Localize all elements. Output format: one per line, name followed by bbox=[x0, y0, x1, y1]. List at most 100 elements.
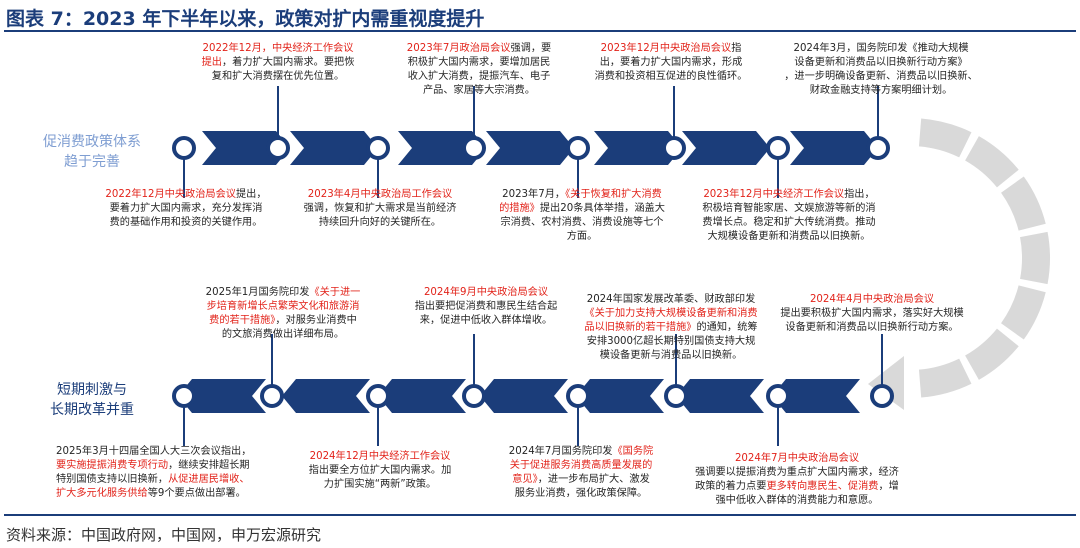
note-line: 强调，恢复和扩大需求是当前经济 bbox=[286, 202, 474, 216]
note-line: 强中低收入群体的消费能力和意愿。 bbox=[680, 494, 914, 508]
note-line: 提出要积极扩大国内需求，落实好大规模 bbox=[770, 307, 974, 321]
pin-marker bbox=[766, 384, 790, 408]
note-text: 出，要着力扩大国内需求，形成 bbox=[599, 57, 743, 68]
bottom-row-label-line2: 长期改革并重 bbox=[50, 402, 134, 418]
note-line: 品以旧换新的若干措施》的通知，统筹 bbox=[572, 321, 770, 335]
note-text: 产品、家居等大宗消费。 bbox=[422, 85, 536, 96]
connector-segment bbox=[1001, 285, 1046, 340]
note-2024-ndrc-mof: 2024年国家发展改革委、财政部印发《关于加力支持大规模设备更新和消费品以旧换新… bbox=[572, 293, 770, 363]
note-text-highlight: 《关于加力支持大规模设备更新和消费 bbox=[584, 308, 758, 319]
note-line: 2025年1月国务院印发《关于进一 bbox=[188, 286, 378, 300]
note-line: 指出要把促消费和惠民生结合起 bbox=[398, 300, 574, 314]
note-line: 2025年3月十四届全国人大三次会议指出， bbox=[56, 445, 268, 459]
top-row-label: 促消费政策体系 趋于完善 bbox=[22, 132, 162, 172]
note-text: 财政金融支持等方案明细计划。 bbox=[809, 85, 953, 96]
note-line: 2022年12月，中央经济工作会议 bbox=[188, 42, 368, 56]
note-text: 安排3000亿超长期特别国债支持大规 bbox=[586, 336, 756, 347]
note-line: 步培育新增长点繁荣文化和旅游消 bbox=[188, 300, 378, 314]
note-text: 来，促进中低收入群体增收。 bbox=[419, 315, 553, 326]
chevron-left bbox=[576, 379, 664, 413]
note-line: 要着力扩大国内需求，充分发挥消 bbox=[92, 202, 280, 216]
note-text: 2023年7月， bbox=[502, 189, 566, 200]
note-text: 模设备更新与消费品以旧换新。 bbox=[599, 350, 743, 361]
note-line: 模设备更新与消费品以旧换新。 bbox=[572, 349, 770, 363]
note-line: 复和扩大消费摆在优先位置。 bbox=[188, 70, 368, 84]
note-line: 2024年9月中央政治局会议 bbox=[398, 286, 574, 300]
note-text: 方面。 bbox=[566, 231, 598, 242]
pin-marker bbox=[566, 384, 590, 408]
note-text: 2024年7月国务院印发 bbox=[508, 446, 613, 457]
note-text-highlight: 费的若干措施》 bbox=[209, 315, 276, 326]
note-text: 力扩围实施“两新”政策。 bbox=[323, 479, 437, 490]
note-line: 出，要着力扩大国内需求，形成 bbox=[580, 56, 762, 70]
note-line: 力扩围实施“两新”政策。 bbox=[292, 478, 468, 492]
note-2024-07-politburo: 2024年7月中央政治局会议强调要以提振消费为重点扩大国内需求，经济政策的着力点… bbox=[680, 452, 914, 508]
note-2023-04-politburo: 2023年4月中央政治局工作会议强调，恢复和扩大需求是当前经济持续回升向好的关键… bbox=[286, 188, 474, 230]
note-text: 收入扩大消费，提振汽车、电子 bbox=[407, 71, 551, 82]
note-text: 指 bbox=[731, 43, 742, 54]
bottom-row-label: 短期刺激与 长期改革并重 bbox=[22, 380, 162, 420]
note-2024-04-politburo: 2024年4月中央政治局会议提出要积极扩大国内需求，落实好大规模设备更新和消费品… bbox=[770, 293, 974, 335]
note-2022-12-cewc: 2022年12月，中央经济工作会议提出，着力扩大国内需求。要把恢复和扩大消费摆在… bbox=[188, 42, 368, 84]
note-text: 消费和投资相互促进的良性循环。 bbox=[594, 71, 748, 82]
note-line: 2023年7月政治局会议强调，要 bbox=[388, 42, 570, 56]
pin-marker bbox=[664, 384, 688, 408]
pin-marker bbox=[172, 384, 196, 408]
note-line: 2023年12月中央政治局会议指 bbox=[580, 42, 762, 56]
note-text-highlight: 2024年9月中央政治局会议 bbox=[423, 287, 549, 298]
top-row-label-line1: 促消费政策体系 bbox=[43, 134, 141, 150]
note-text: 2024年国家发展改革委、财政部印发 bbox=[586, 294, 756, 305]
note-text: 强调，恢复和扩大需求是当前经济 bbox=[303, 203, 457, 214]
note-line: 方面。 bbox=[484, 230, 680, 244]
note-text-highlight: 扩大多元化服务供给 bbox=[56, 488, 148, 499]
note-text: 积极扩大国内需求，要增加居民 bbox=[407, 57, 551, 68]
chevron-right bbox=[682, 131, 770, 165]
note-2023-12-cewc: 2023年12月中央经济工作会议指出，积极培育智能家居、文娱旅游等新的消费增长点… bbox=[684, 188, 894, 244]
note-text: 宗消费、农村消费、消费设施等七个 bbox=[500, 217, 664, 228]
top-row-label-line2: 趋于完善 bbox=[64, 154, 120, 170]
note-text: 2025年3月十四届全国人大三次会议指出， bbox=[56, 446, 252, 457]
figure-title: 图表 7：2023 年下半年以来，政策对扩内需重视度提升 bbox=[6, 8, 485, 30]
title-rule bbox=[4, 30, 1076, 32]
note-text: 服务业消费，强化政策保障。 bbox=[514, 488, 648, 499]
note-text: 2024年3月，国务院印发《推动大规模 bbox=[793, 43, 969, 54]
note-2024-12-cewc: 2024年12月中央经济工作会议指出要全方位扩大国内需求。加力扩围实施“两新”政… bbox=[292, 450, 468, 492]
note-line: 政策的着力点要更多转向惠民生、促消费，增 bbox=[680, 480, 914, 494]
note-2025-01-state-council: 2025年1月国务院印发《关于进一步培育新增长点繁荣文化和旅游消费的若干措施》，… bbox=[188, 286, 378, 342]
pin-marker bbox=[870, 384, 894, 408]
note-line: 特别国债支持以旧换新，从促进居民增收、 bbox=[56, 473, 268, 487]
note-line: 积极扩大国内需求，要增加居民 bbox=[388, 56, 570, 70]
note-text: 持续回升向好的关键所在。 bbox=[318, 217, 442, 228]
note-text-highlight: 关于促进服务消费高质量发展的 bbox=[509, 460, 653, 471]
note-line: 2023年4月中央政治局工作会议 bbox=[286, 188, 474, 202]
note-text: 提出20条具体举措，涵盖大 bbox=[539, 203, 665, 214]
chevron-right bbox=[202, 131, 290, 165]
note-text: 费的基础作用和投资的关键作用。 bbox=[109, 217, 263, 228]
chevron-right bbox=[594, 131, 682, 165]
note-text-highlight: 从促进居民增收、 bbox=[168, 474, 250, 485]
note-text: 指出， bbox=[844, 189, 875, 200]
note-text-highlight: 步培育新增长点繁荣文化和旅游消 bbox=[206, 301, 360, 312]
pin-marker bbox=[662, 136, 686, 160]
note-2023-07-politburo: 2023年7月政治局会议强调，要积极扩大国内需求，要增加居民收入扩大消费，提振汽… bbox=[388, 42, 570, 98]
note-2024-07-state-council: 2024年7月国务院印发《国务院关于促进服务消费高质量发展的意见》，进一步布局扩… bbox=[492, 445, 670, 501]
note-line: 2023年7月，《关于恢复和扩大消费 bbox=[484, 188, 680, 202]
note-text: ，继续安排超长期 bbox=[168, 460, 250, 471]
note-text: 费增长点。稳定和扩大传统消费。推动 bbox=[702, 217, 876, 228]
pin-marker bbox=[866, 136, 890, 160]
note-text: 特别国债支持以旧换新， bbox=[56, 474, 169, 485]
note-line: 持续回升向好的关键所在。 bbox=[286, 216, 474, 230]
note-text: 强调要以提振消费为重点扩大国内需求，经济 bbox=[695, 467, 899, 478]
note-line: 的文旅消费做出详细布局。 bbox=[188, 328, 378, 342]
pin-marker bbox=[462, 136, 486, 160]
source-rule bbox=[4, 514, 1076, 516]
note-text: 等9个要点做出部署。 bbox=[147, 488, 246, 499]
chevron-right bbox=[398, 131, 486, 165]
note-text-highlight: 2024年12月中央经济工作会议 bbox=[309, 451, 451, 462]
note-2022-12-politburo: 2022年12月中央政治局会议提出，要着力扩大国内需求，充分发挥消费的基础作用和… bbox=[92, 188, 280, 230]
note-text-highlight: 2023年4月中央政治局工作会议 bbox=[307, 189, 453, 200]
note-2023-07-measures: 2023年7月，《关于恢复和扩大消费的措施》提出20条具体举措，涵盖大宗消费、农… bbox=[484, 188, 680, 244]
chevron-right bbox=[290, 131, 378, 165]
note-line: 2024年7月国务院印发《国务院 bbox=[492, 445, 670, 459]
note-text-highlight: 《国务院 bbox=[612, 446, 654, 457]
